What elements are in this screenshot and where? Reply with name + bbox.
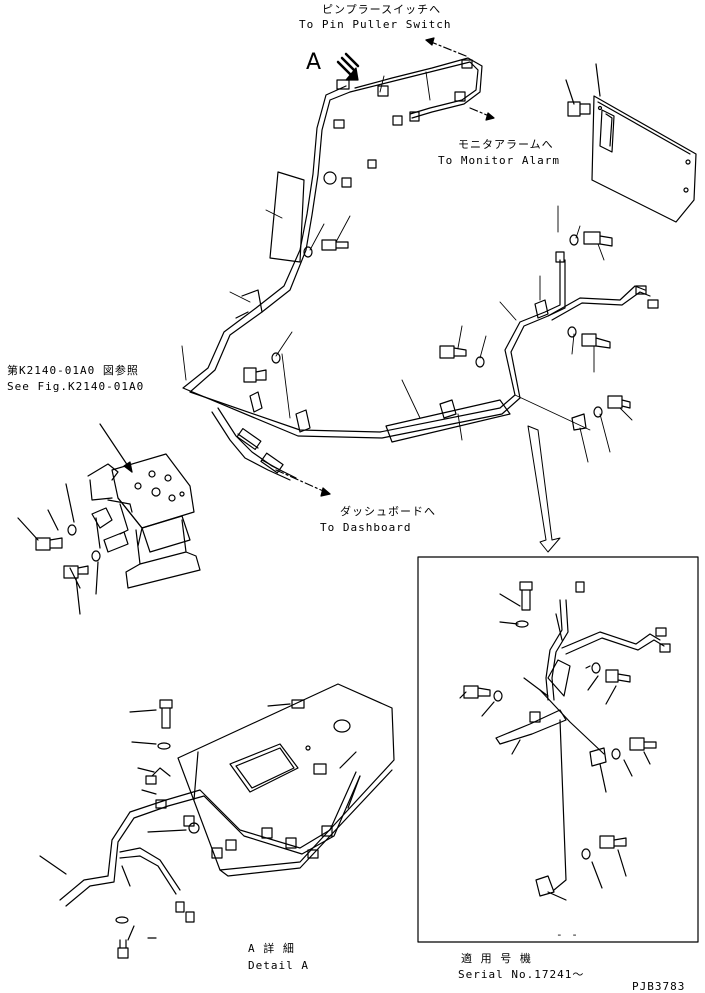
see-fig-label-en: See Fig.K2140-01A0 (7, 380, 145, 393)
drawing-number: PJB3783 (632, 980, 686, 993)
dashboard-label-en: To Dashboard (320, 521, 412, 534)
detail-a-drawing (39, 683, 395, 959)
pin-puller-label-jp: ピンプラースイッチへ (322, 3, 442, 16)
view-letter-a: A (306, 50, 322, 75)
see-fig-label-jp: 第K2140-01A0 図参照 (7, 364, 139, 377)
serial-inset-frame (417, 556, 699, 943)
main-harness (182, 57, 659, 481)
monitor-alarm-label-jp: モニタアラームへ (458, 138, 554, 151)
serial-label-jp: 適 用 号 機 (461, 952, 532, 965)
switch-assembly (17, 453, 201, 615)
monitor-plate (565, 63, 697, 223)
pin-puller-label-en: To Pin Puller Switch (299, 18, 452, 31)
detail-a-label-jp: A 詳 細 (248, 942, 295, 955)
inset-drawing (459, 581, 671, 901)
leader-lines-upper (181, 71, 633, 463)
inset-dash: - - (556, 928, 579, 941)
detail-a-label-en: Detail A (248, 959, 309, 972)
serial-label-en: Serial No.17241～ (458, 968, 585, 981)
dashboard-label-jp: ダッシュボードへ (340, 505, 436, 518)
direction-arrows (99, 37, 591, 553)
monitor-alarm-label-en: To Monitor Alarm (438, 154, 560, 167)
